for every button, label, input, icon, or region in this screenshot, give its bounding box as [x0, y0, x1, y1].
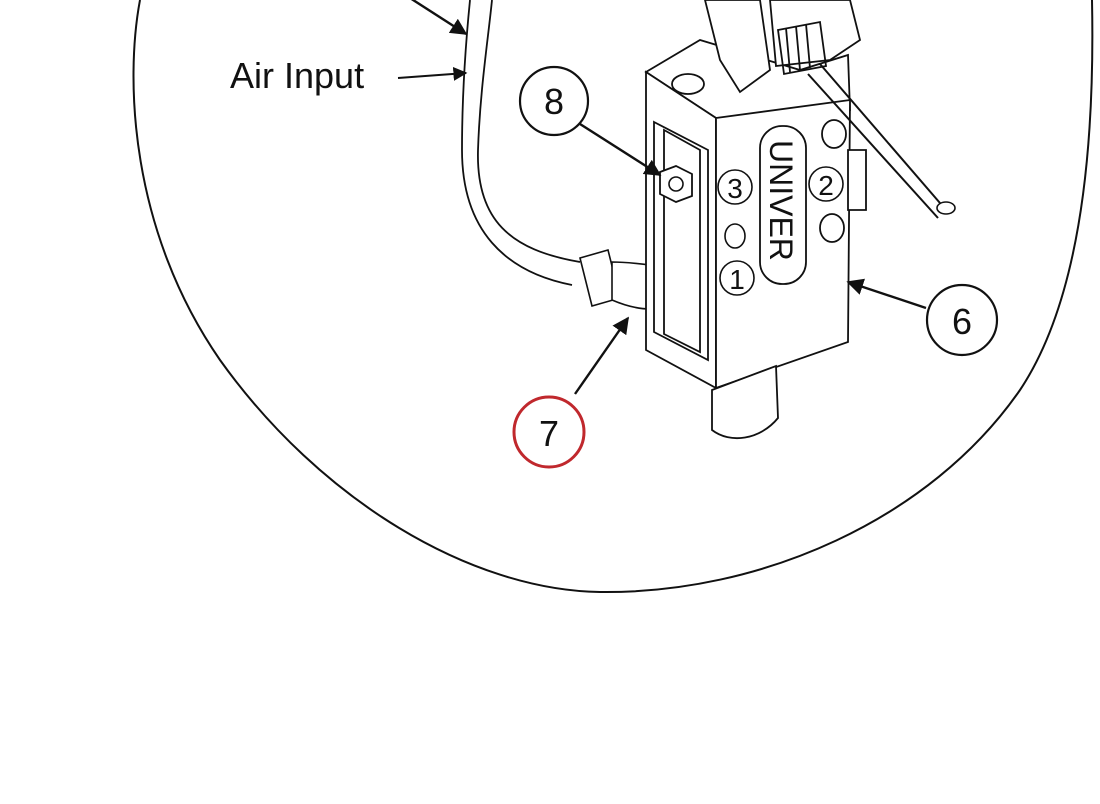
- top-leader-arrow: [410, 0, 468, 36]
- callout-7: 7: [512, 316, 629, 469]
- air-input-label: Air Input: [230, 55, 364, 96]
- port-2: 2: [808, 166, 844, 202]
- svg-text:1: 1: [729, 264, 745, 295]
- port-1: 1: [719, 260, 755, 296]
- svg-text:3: 3: [727, 173, 743, 204]
- valve-body: [644, 0, 867, 440]
- callout-7-arrow: [574, 316, 629, 395]
- port-3: 3: [717, 169, 753, 205]
- callout-6-number: 6: [952, 301, 972, 342]
- callout-8-number: 8: [544, 81, 564, 122]
- callout-6: 6: [846, 278, 999, 357]
- callout-8-arrow: [579, 122, 662, 177]
- callout-8: 8: [518, 65, 662, 177]
- screw-part-8: [659, 165, 693, 203]
- callout-7-number: 7: [539, 413, 559, 454]
- callout-6-arrow: [846, 278, 927, 310]
- callout-7-highlight-ring: [512, 395, 586, 469]
- svg-text:2: 2: [818, 170, 834, 201]
- air-input-arrow: [397, 66, 468, 81]
- port-1-screw: [724, 223, 746, 249]
- valve-brand-text: UNIVER: [763, 140, 799, 261]
- actuator-rod: [807, 63, 956, 219]
- detail-circle: [132, 0, 1094, 594]
